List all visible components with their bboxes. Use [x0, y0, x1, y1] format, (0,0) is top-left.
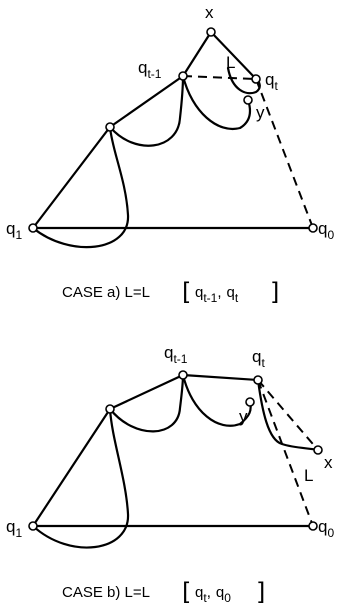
caption-b-bracket-open: [: [182, 578, 191, 606]
pocket-q1-q2: [31, 125, 130, 249]
node-q0: [308, 223, 318, 233]
node-y: [245, 397, 255, 407]
edge-q2-qprev: [108, 74, 185, 129]
caption-b-prefix: CASE b) L=L: [62, 584, 150, 601]
segment-qt-q0: [257, 379, 314, 527]
caption-b-args: qt,q0: [195, 584, 231, 605]
edge-x-qt: [209, 30, 258, 81]
edge-qprev-x: [181, 30, 213, 78]
node-q1: [28, 223, 38, 233]
caption-a-args: qt-1,qt: [195, 284, 239, 305]
caption-a-bracket-open: [: [182, 278, 191, 306]
segment-qt-q0: [255, 78, 314, 229]
edge-q1-q2: [31, 125, 112, 230]
label-L: L: [226, 53, 235, 72]
case-a-diagram: x qt-1 L qt y q1 q0: [6, 3, 334, 249]
label-q-prev: qt-1: [138, 58, 162, 81]
case-a-caption: CASE a) L=L [ qt-1,qt ]: [62, 278, 279, 306]
label-L: L: [304, 466, 313, 485]
label-x: x: [324, 453, 333, 472]
case-b-diagram: qt-1 qt y x L q1 q0: [6, 343, 334, 549]
caption-a-prefix: CASE a) L=L: [62, 284, 150, 301]
case-b-caption: CASE b) L=L [ qt,q0 ]: [62, 578, 265, 606]
node-q2: [105, 404, 115, 414]
label-y: y: [239, 407, 248, 426]
node-y: [243, 95, 253, 105]
label-q-t: qt: [252, 347, 265, 370]
segment-L: [257, 379, 319, 451]
edge-q1-q2: [31, 407, 112, 528]
node-q2: [105, 122, 115, 132]
label-y: y: [256, 103, 265, 122]
node-q1: [28, 521, 38, 531]
pocket-qprev-y: [181, 373, 252, 427]
label-x: x: [205, 3, 214, 22]
pocket-q2-qprev: [108, 373, 185, 433]
pocket-qprev-y: [181, 74, 251, 131]
node-qprev: [178, 71, 188, 81]
label-q-t: qt: [265, 70, 278, 93]
node-x: [313, 445, 323, 455]
node-qt: [253, 375, 263, 385]
pocket-q2-qprev: [108, 74, 185, 147]
pocket-q1-q2: [31, 407, 130, 549]
label-q-1: q1: [6, 219, 22, 242]
node-q0: [308, 521, 318, 531]
label-q-prev: qt-1: [164, 343, 188, 366]
edge-q2-qprev: [108, 373, 185, 411]
node-qt: [251, 74, 261, 84]
pocket-qt-x: [256, 378, 320, 452]
node-x: [206, 27, 216, 37]
edge-qprev-qt: [181, 373, 260, 382]
label-q-1: q1: [6, 517, 22, 540]
caption-a-bracket-close: ]: [270, 278, 279, 306]
caption-b-bracket-close: ]: [256, 578, 265, 606]
label-q-0: q0: [318, 219, 334, 242]
label-q-0: q0: [318, 517, 334, 540]
node-qprev: [178, 370, 188, 380]
segment-L: [182, 75, 257, 80]
